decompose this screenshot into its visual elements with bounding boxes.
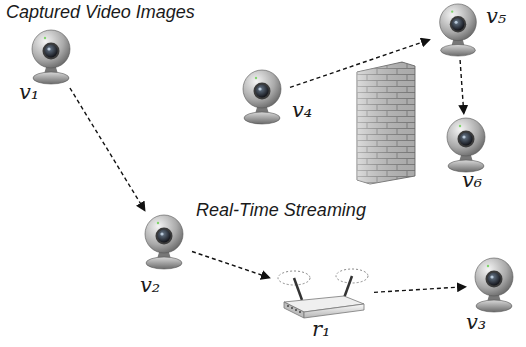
webcam-icon (25, 28, 77, 86)
webcam-icon (440, 116, 492, 174)
dashed-arrow (290, 40, 429, 88)
node-label: v₁ (19, 82, 39, 103)
router-icon (272, 268, 372, 323)
dashed-arrow (192, 251, 269, 277)
caption-text: Real-Time Streaming (196, 201, 366, 221)
node-label: v₃ (466, 312, 486, 333)
webcam-icon (468, 256, 520, 314)
node-label: v₆ (462, 170, 482, 191)
camera-node: v₆ (440, 116, 492, 174)
webcam-icon (432, 2, 484, 58)
camera-node: v₁ (25, 28, 77, 86)
router-node: r₁ (272, 268, 372, 323)
dashed-arrow (70, 88, 145, 210)
node-label: v₅ (486, 6, 506, 27)
camera-node: v₂ (138, 213, 190, 271)
node-label: v₄ (292, 100, 312, 121)
webcam-icon (138, 213, 190, 271)
webcam-icon (236, 68, 288, 126)
camera-node: v₄ (236, 68, 288, 126)
dashed-arrow (374, 287, 465, 293)
dashed-arrow (460, 60, 464, 113)
node-label: r₁ (312, 319, 330, 340)
caption-text: Captured Video Images (6, 3, 195, 23)
camera-node: v₅ (432, 2, 484, 58)
node-label: v₂ (140, 275, 160, 296)
camera-node: v₃ (468, 256, 520, 314)
